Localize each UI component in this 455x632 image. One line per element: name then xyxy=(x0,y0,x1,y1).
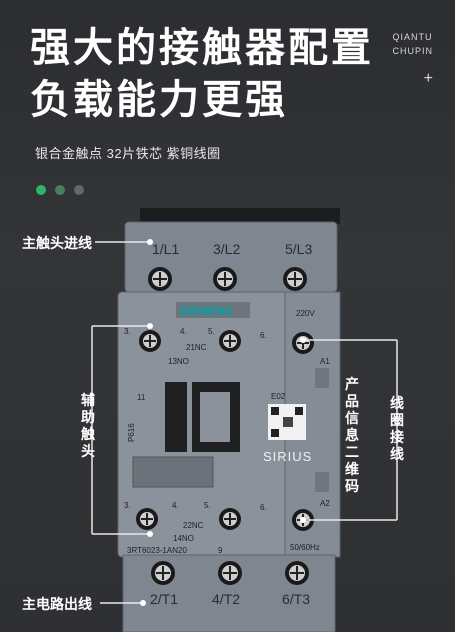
top-screw-1 xyxy=(148,267,172,291)
aux-top-num-4: 4. xyxy=(180,327,187,336)
carousel-dots xyxy=(36,185,84,195)
aux-bottom-num-3: 3. xyxy=(124,501,131,510)
carousel-dot[interactable] xyxy=(74,185,84,195)
coil-a2-label: A2 xyxy=(320,499,330,508)
bottom-screw-3 xyxy=(285,561,309,585)
mechanism-slot-1 xyxy=(165,382,187,452)
top-clip xyxy=(140,208,340,224)
siemens-logo: SIEMENS xyxy=(179,304,233,318)
terminal-label-2t1: 2/T1 xyxy=(150,591,178,607)
headline: 强大的接触器配置 负载能力更强 xyxy=(30,22,374,126)
model-number: 3RT6023-1AN20 xyxy=(127,546,187,555)
bottom-screw-2 xyxy=(218,561,242,585)
sirius-label: SIRIUS xyxy=(263,449,312,464)
label-qr-info: 产品信息二维码 xyxy=(345,376,359,494)
num-6-bottom: 6. xyxy=(260,503,267,512)
headline-line-1: 强大的接触器配置 xyxy=(30,26,374,70)
brand-mark: QIANTU CHUPIN xyxy=(392,30,433,58)
aux-bottom-screw-right xyxy=(219,508,241,530)
num-6-top: 6. xyxy=(260,331,267,340)
aux-top-screw-left xyxy=(139,330,161,352)
terminal-label-6t3: 6/T3 xyxy=(282,591,310,607)
terminal-label-3l2: 3/L2 xyxy=(213,241,240,257)
headline-line-2: 负载能力更强 xyxy=(30,78,288,122)
coil-voltage: 220V xyxy=(296,309,315,318)
carousel-dot-active[interactable] xyxy=(36,185,46,195)
label-main-contact-in: 主触头进线 xyxy=(22,235,92,251)
aux-top-num-3: 3. xyxy=(124,327,131,336)
aux-top-no: 13NO xyxy=(168,357,189,366)
frequency-label: 50/60Hz xyxy=(290,543,320,552)
top-screw-3 xyxy=(283,267,307,291)
terminal-label-1l1: 1/L1 xyxy=(152,241,179,257)
carousel-dot[interactable] xyxy=(55,185,65,195)
plus-icon: + xyxy=(423,70,433,87)
label-coil-wiring: 线圈接线 xyxy=(390,395,404,462)
aux-bottom-num-4: 4. xyxy=(172,501,179,510)
terminal-label-4t2: 4/T2 xyxy=(212,591,240,607)
aux-bottom-num-5: 5. xyxy=(204,501,211,510)
coil-notch-bottom xyxy=(315,472,329,492)
code-p616: P616 xyxy=(127,423,136,442)
label-main-circuit-out: 主电路出线 xyxy=(22,596,92,612)
qr-code-label: E02 xyxy=(271,392,286,401)
aux-bottom-no: 14NO xyxy=(173,534,194,543)
terminal-label-5l3: 5/L3 xyxy=(285,241,312,257)
feature-subtitle: 银合金触点 32片铁芯 紫铜线圈 xyxy=(35,146,221,161)
aux-bottom-nc: 22NC xyxy=(183,521,204,530)
model-suffix: 9 xyxy=(218,546,223,555)
label-aux-contact: 辅助触头 xyxy=(81,392,95,459)
mechanism-plunger xyxy=(200,392,230,442)
indicator-window xyxy=(132,456,214,488)
brand-line-1: QIANTU xyxy=(392,32,433,42)
bottom-screw-1 xyxy=(151,561,175,585)
coil-a1-label: A1 xyxy=(320,357,330,366)
aux-top-nc: 21NC xyxy=(186,343,207,352)
aux-top-num-5: 5. xyxy=(208,327,215,336)
aux-bottom-screw-left xyxy=(136,508,158,530)
logo-plate xyxy=(176,302,250,318)
top-screw-2 xyxy=(213,267,237,291)
brand-line-2: CHUPIN xyxy=(392,46,433,56)
coil-notch-top xyxy=(315,368,329,388)
num-11: 11 xyxy=(137,393,146,402)
aux-top-screw-right xyxy=(219,330,241,352)
